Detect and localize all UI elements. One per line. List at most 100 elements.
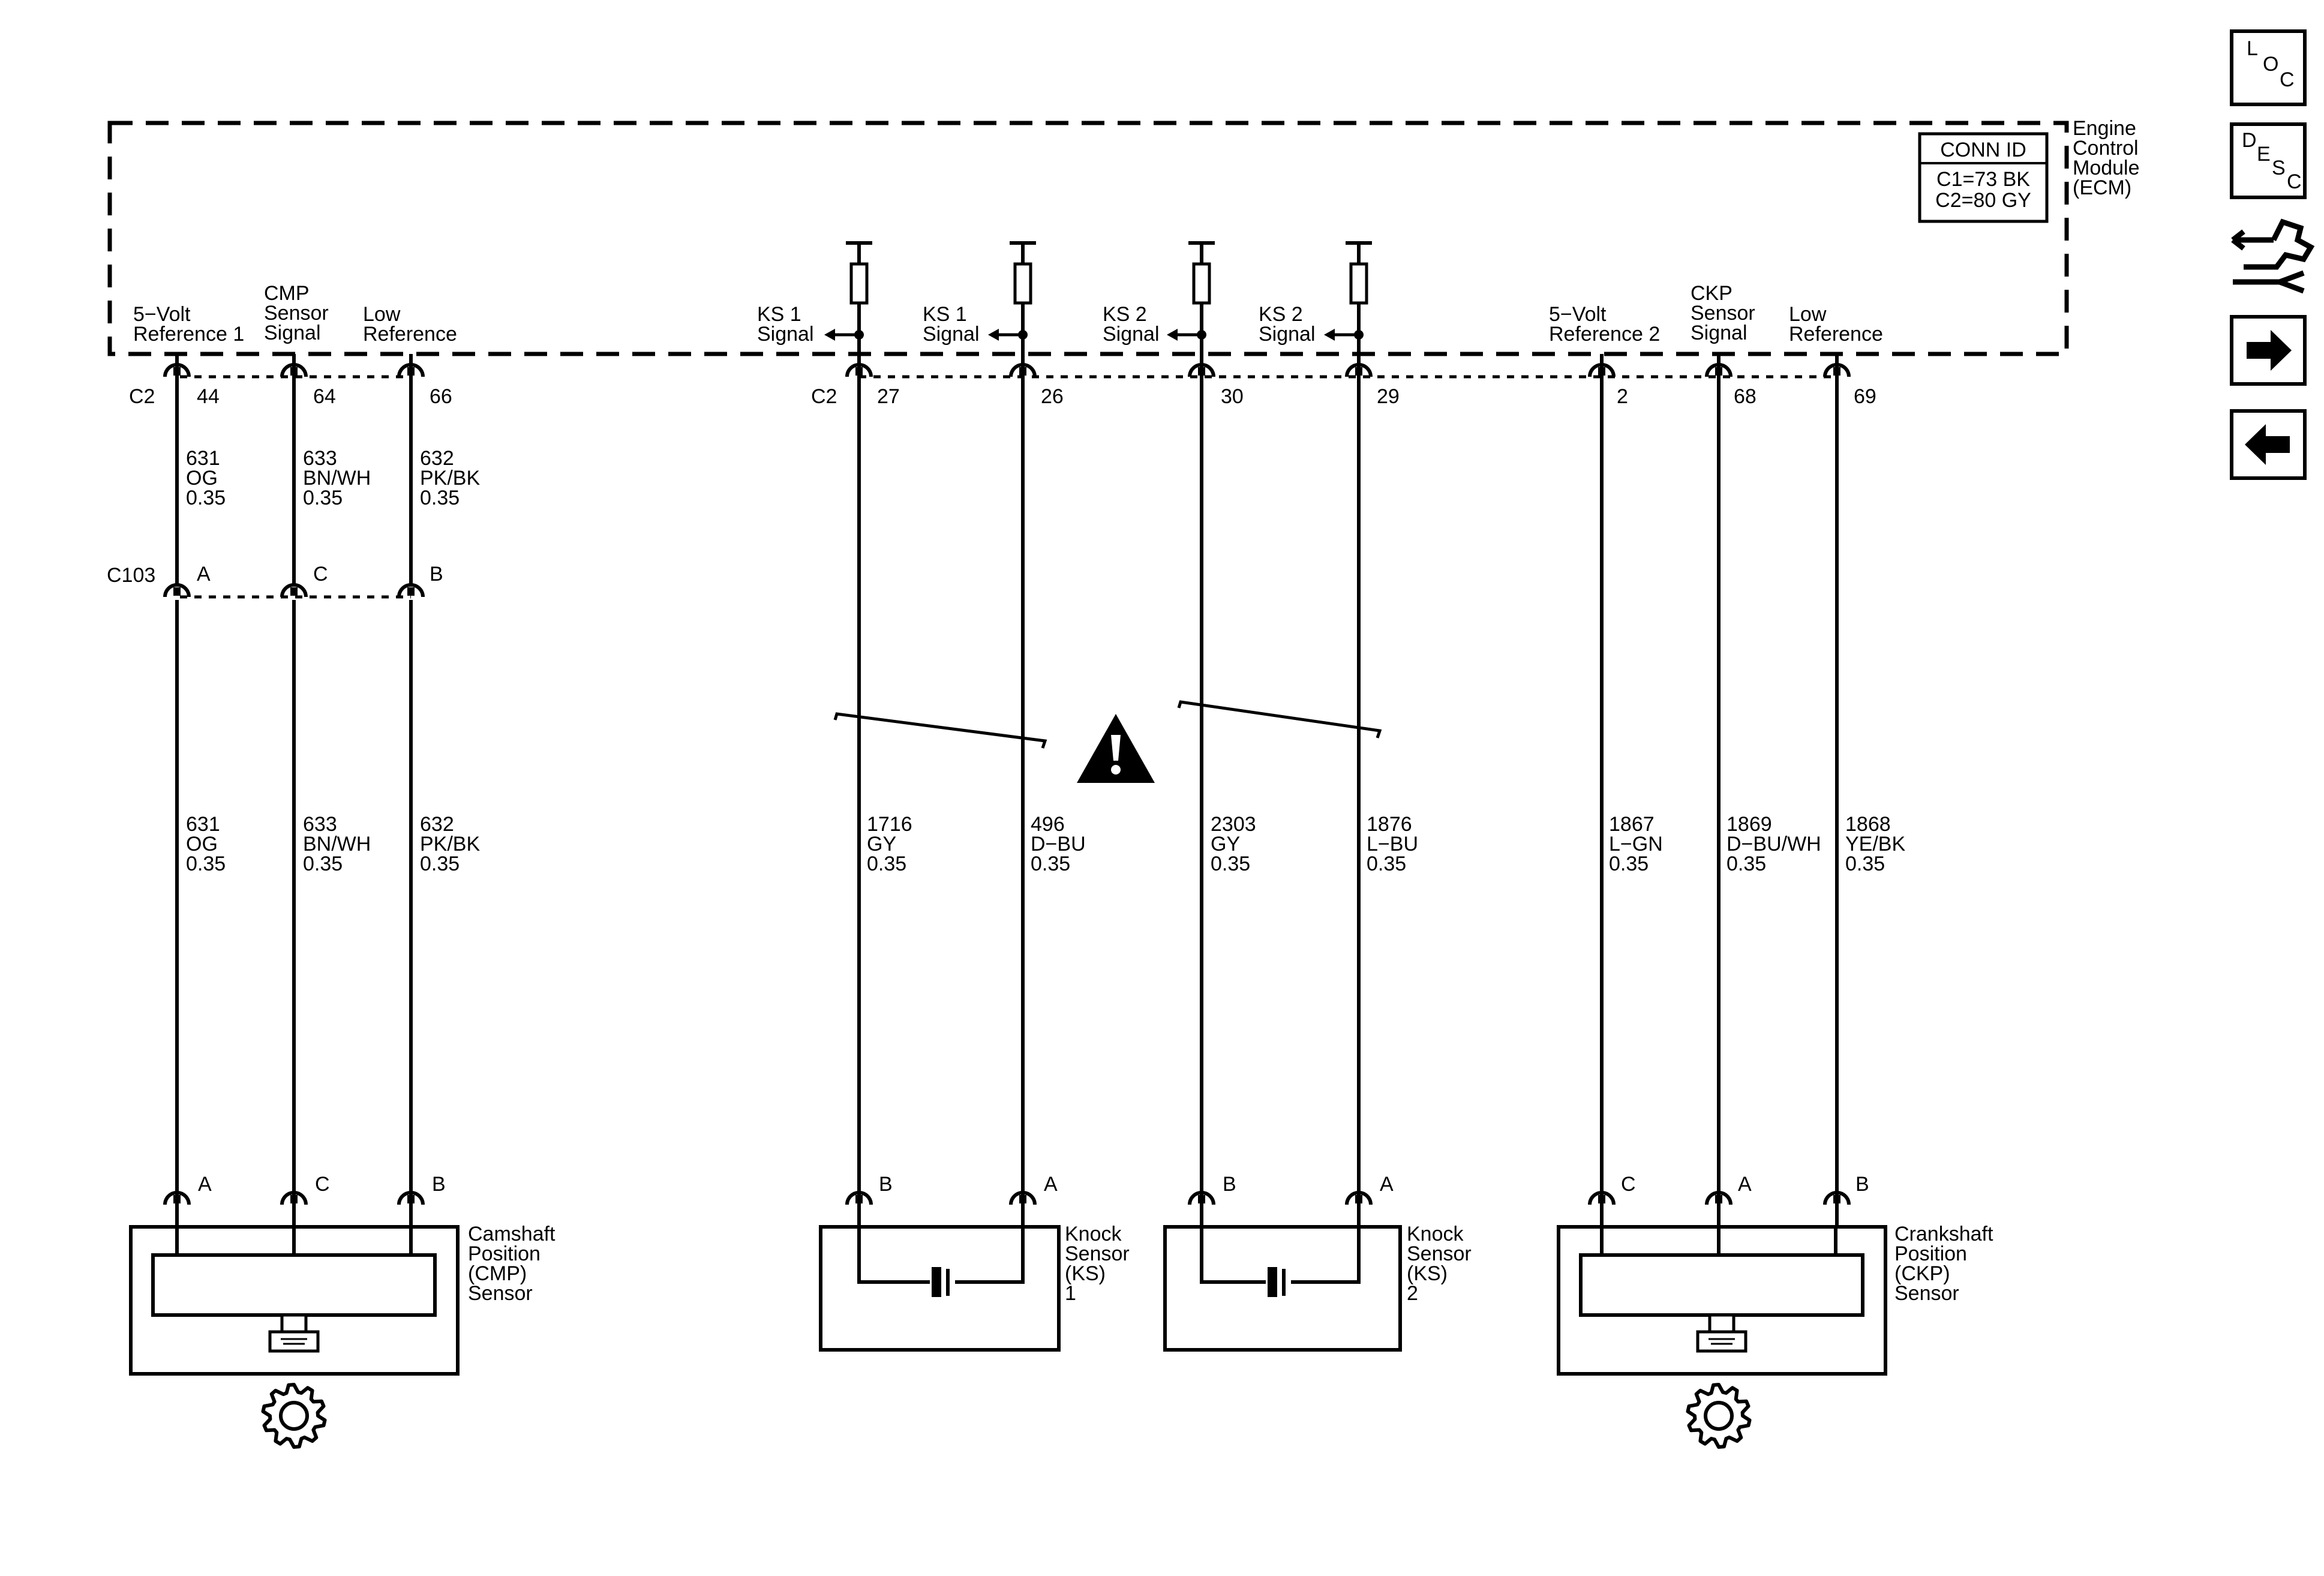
svg-text:B: B	[1855, 1173, 1869, 1196]
sensor-terminal-ks2-signal-b	[1188, 1191, 1215, 1205]
svg-text:Low: Low	[363, 303, 401, 326]
svg-text:1: 1	[1065, 1282, 1076, 1305]
svg-text:Sensor: Sensor	[468, 1282, 533, 1305]
svg-text:B: B	[432, 1173, 446, 1196]
ecm-terminal-ckp-signal	[1705, 363, 1733, 377]
svg-text:Engine: Engine	[2073, 117, 2136, 140]
ecm-pin-labels: 5−Volt Reference 1 CMP Sensor Signal Low…	[133, 282, 1883, 346]
svg-text:0.35: 0.35	[420, 487, 460, 509]
svg-text:Signal: Signal	[757, 323, 814, 346]
svg-text:CMP: CMP	[264, 282, 310, 305]
twisted-pair-ks1	[833, 712, 1047, 749]
svg-text:OG: OG	[186, 833, 218, 855]
arrow-left-icon	[2245, 424, 2290, 465]
svg-text:KS 1: KS 1	[923, 303, 967, 326]
svg-text:0.35: 0.35	[186, 852, 226, 875]
svg-text:0.35: 0.35	[186, 487, 226, 509]
ecm-terminal-ks1-signal-a	[1009, 363, 1037, 377]
svg-text:631: 631	[186, 447, 220, 470]
ckp-sensor: Crankshaft Position (CKP) Sensor	[1557, 1223, 1993, 1376]
svg-text:Knock: Knock	[1065, 1223, 1122, 1245]
svg-text:5−Volt: 5−Volt	[133, 303, 191, 326]
sensor-terminal-5v-ref-2	[1588, 1191, 1616, 1205]
svg-text:L−GN: L−GN	[1609, 833, 1663, 855]
svg-text:A: A	[198, 1173, 212, 1196]
svg-text:D−BU: D−BU	[1031, 833, 1086, 855]
svg-text:PK/BK: PK/BK	[420, 467, 480, 490]
svg-text:Control: Control	[2073, 137, 2139, 160]
sensor-terminal-ckp-signal	[1705, 1191, 1733, 1205]
svg-text:Knock: Knock	[1407, 1223, 1464, 1245]
service-tool-icon[interactable]	[2231, 218, 2315, 294]
reluctor-gears	[261, 1383, 1752, 1449]
svg-text:0.35: 0.35	[1367, 852, 1406, 875]
svg-text:KS 2: KS 2	[1259, 303, 1303, 326]
svg-text:Signal: Signal	[264, 322, 321, 344]
sensor-terminal-ks2-signal-a	[1345, 1191, 1373, 1205]
svg-text:CKP: CKP	[1691, 282, 1733, 305]
c103-terminal-low-ref-1	[397, 583, 425, 598]
svg-text:GY: GY	[1211, 833, 1240, 855]
cmp-reluctor-gear-icon	[261, 1383, 327, 1449]
pullup-resistor-3	[1167, 241, 1215, 354]
ecm-boundary	[107, 121, 2069, 356]
svg-text:2303: 2303	[1211, 813, 1256, 836]
c2-label-left: C2	[129, 385, 155, 408]
next-page-button[interactable]	[2230, 315, 2307, 386]
svg-text:(CKP): (CKP)	[1894, 1262, 1950, 1285]
sensor-terminal-5v-ref-1	[163, 1191, 191, 1205]
svg-text:1868: 1868	[1845, 813, 1891, 836]
svg-text:Reference: Reference	[363, 323, 457, 346]
svg-text:(KS): (KS)	[1065, 1262, 1106, 1285]
svg-text:0.35: 0.35	[1031, 852, 1070, 875]
svg-text:0.35: 0.35	[1211, 852, 1250, 875]
svg-text:632: 632	[420, 813, 454, 836]
location-button[interactable]: L O C	[2230, 29, 2307, 106]
svg-text:YE/BK: YE/BK	[1845, 833, 1905, 855]
conn-id-title: CONN ID	[1940, 139, 2026, 161]
svg-text:OG: OG	[186, 467, 218, 490]
svg-text:1876: 1876	[1367, 813, 1412, 836]
svg-text:Sensor: Sensor	[1691, 302, 1755, 325]
svg-text:BN/WH: BN/WH	[303, 467, 371, 490]
svg-text:Signal: Signal	[1691, 322, 1747, 344]
wire-labels: 631 OG 0.35 633 BN/WH 0.35 632 PK/BK 0.3…	[186, 447, 1905, 875]
svg-text:C: C	[315, 1173, 330, 1196]
sensor-terminal-low-ref-1	[397, 1191, 425, 1205]
svg-text:KS 1: KS 1	[757, 303, 801, 326]
magnet-icon	[268, 1313, 320, 1353]
previous-page-button[interactable]	[2230, 409, 2307, 480]
svg-text:Position: Position	[1894, 1242, 1967, 1265]
svg-text:C: C	[313, 563, 328, 586]
svg-text:1867: 1867	[1609, 813, 1655, 836]
c103-terminal-5v-ref-1	[163, 583, 191, 598]
svg-text:Reference: Reference	[1789, 323, 1883, 346]
magnet-icon	[1696, 1313, 1747, 1353]
wires	[163, 354, 1851, 1227]
sensor-terminal-ks1-signal-b	[845, 1191, 873, 1205]
svg-text:0.35: 0.35	[303, 487, 343, 509]
description-button[interactable]: D E S C	[2230, 122, 2307, 199]
svg-text:30: 30	[1221, 385, 1244, 408]
svg-text:2: 2	[1407, 1282, 1418, 1305]
ecm-terminal-ks2-signal-b	[1188, 363, 1215, 377]
conn-id-c2: C2=80 GY	[1935, 189, 2031, 212]
svg-text:633: 633	[303, 813, 337, 836]
svg-text:(ECM): (ECM)	[2073, 176, 2131, 199]
sensor-terminal-cmp-signal	[280, 1191, 308, 1205]
svg-text:C: C	[1621, 1173, 1636, 1196]
svg-text:Reference 2: Reference 2	[1549, 323, 1660, 346]
svg-text:A: A	[197, 563, 211, 586]
pullup-resistor-1	[824, 241, 872, 354]
connector-labels: C2 C2 C103 44 64 66 27 26 30 29 2 68 69 …	[107, 385, 1876, 587]
knock-sensor-2: Knock Sensor (KS) 2	[1163, 1223, 1472, 1352]
svg-text:L−BU: L−BU	[1367, 833, 1418, 855]
pullup-resistor-2	[988, 241, 1036, 354]
c103-terminal-cmp-signal	[280, 583, 308, 598]
svg-text:C: C	[2287, 170, 2302, 193]
svg-text:27: 27	[877, 385, 900, 408]
knock-sensor-1: Knock Sensor (KS) 1	[819, 1223, 1130, 1352]
svg-text:0.35: 0.35	[303, 852, 343, 875]
